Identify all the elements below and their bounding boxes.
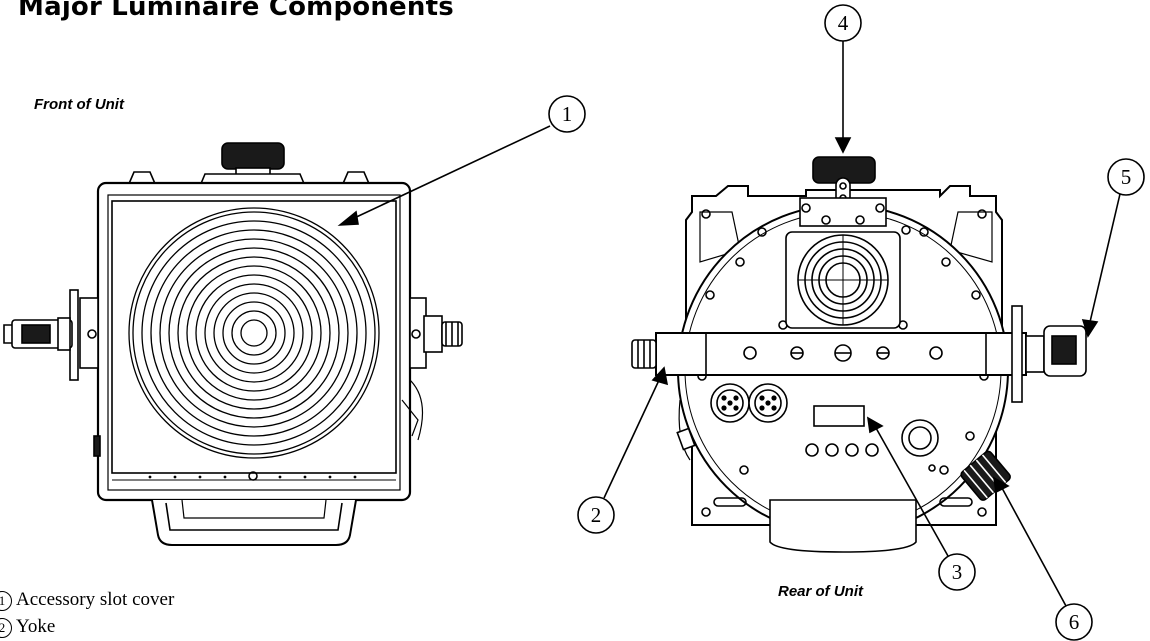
control-buttons [805,443,879,457]
callout-5: 5 [1081,158,1145,338]
display-window [813,405,865,427]
callout-3: 3 [866,416,976,591]
callout-4-label: 4 [838,11,849,35]
rear-of-unit-caption: Rear of Unit [778,583,864,600]
legend-number: 2 [0,617,12,638]
fan-grille [785,231,901,329]
callout-6: 6 [992,476,1093,641]
bottom-rivets [148,475,357,479]
callout-3-label: 3 [952,560,963,584]
callout-5-label: 5 [1121,165,1132,189]
front-left-yoke [3,289,99,381]
callout-1-label: 1 [562,102,573,126]
front-of-unit-caption: Front of Unit [34,96,124,113]
callout-1: 1 [337,95,586,226]
power-connector [901,419,939,472]
legend-number: 1 [0,590,12,611]
callout-6-label: 6 [1069,610,1080,634]
callout-2-label: 2 [591,503,602,527]
rear-connectors [710,383,788,423]
front-unit [3,142,463,546]
legend-label: Yoke [16,616,56,637]
page-title: Major Luminaire Components [18,0,454,22]
callout-2: 2 [577,366,669,534]
rear-yoke [631,305,1087,403]
legend-label: Accessory slot cover [16,589,175,610]
fresnel-lens [128,207,380,459]
front-right-yoke [401,297,463,441]
callout-4: 4 [824,4,862,154]
rear-top-knob [799,156,887,227]
accessory-slot-cover [111,200,397,474]
rear-unit [631,156,1087,553]
